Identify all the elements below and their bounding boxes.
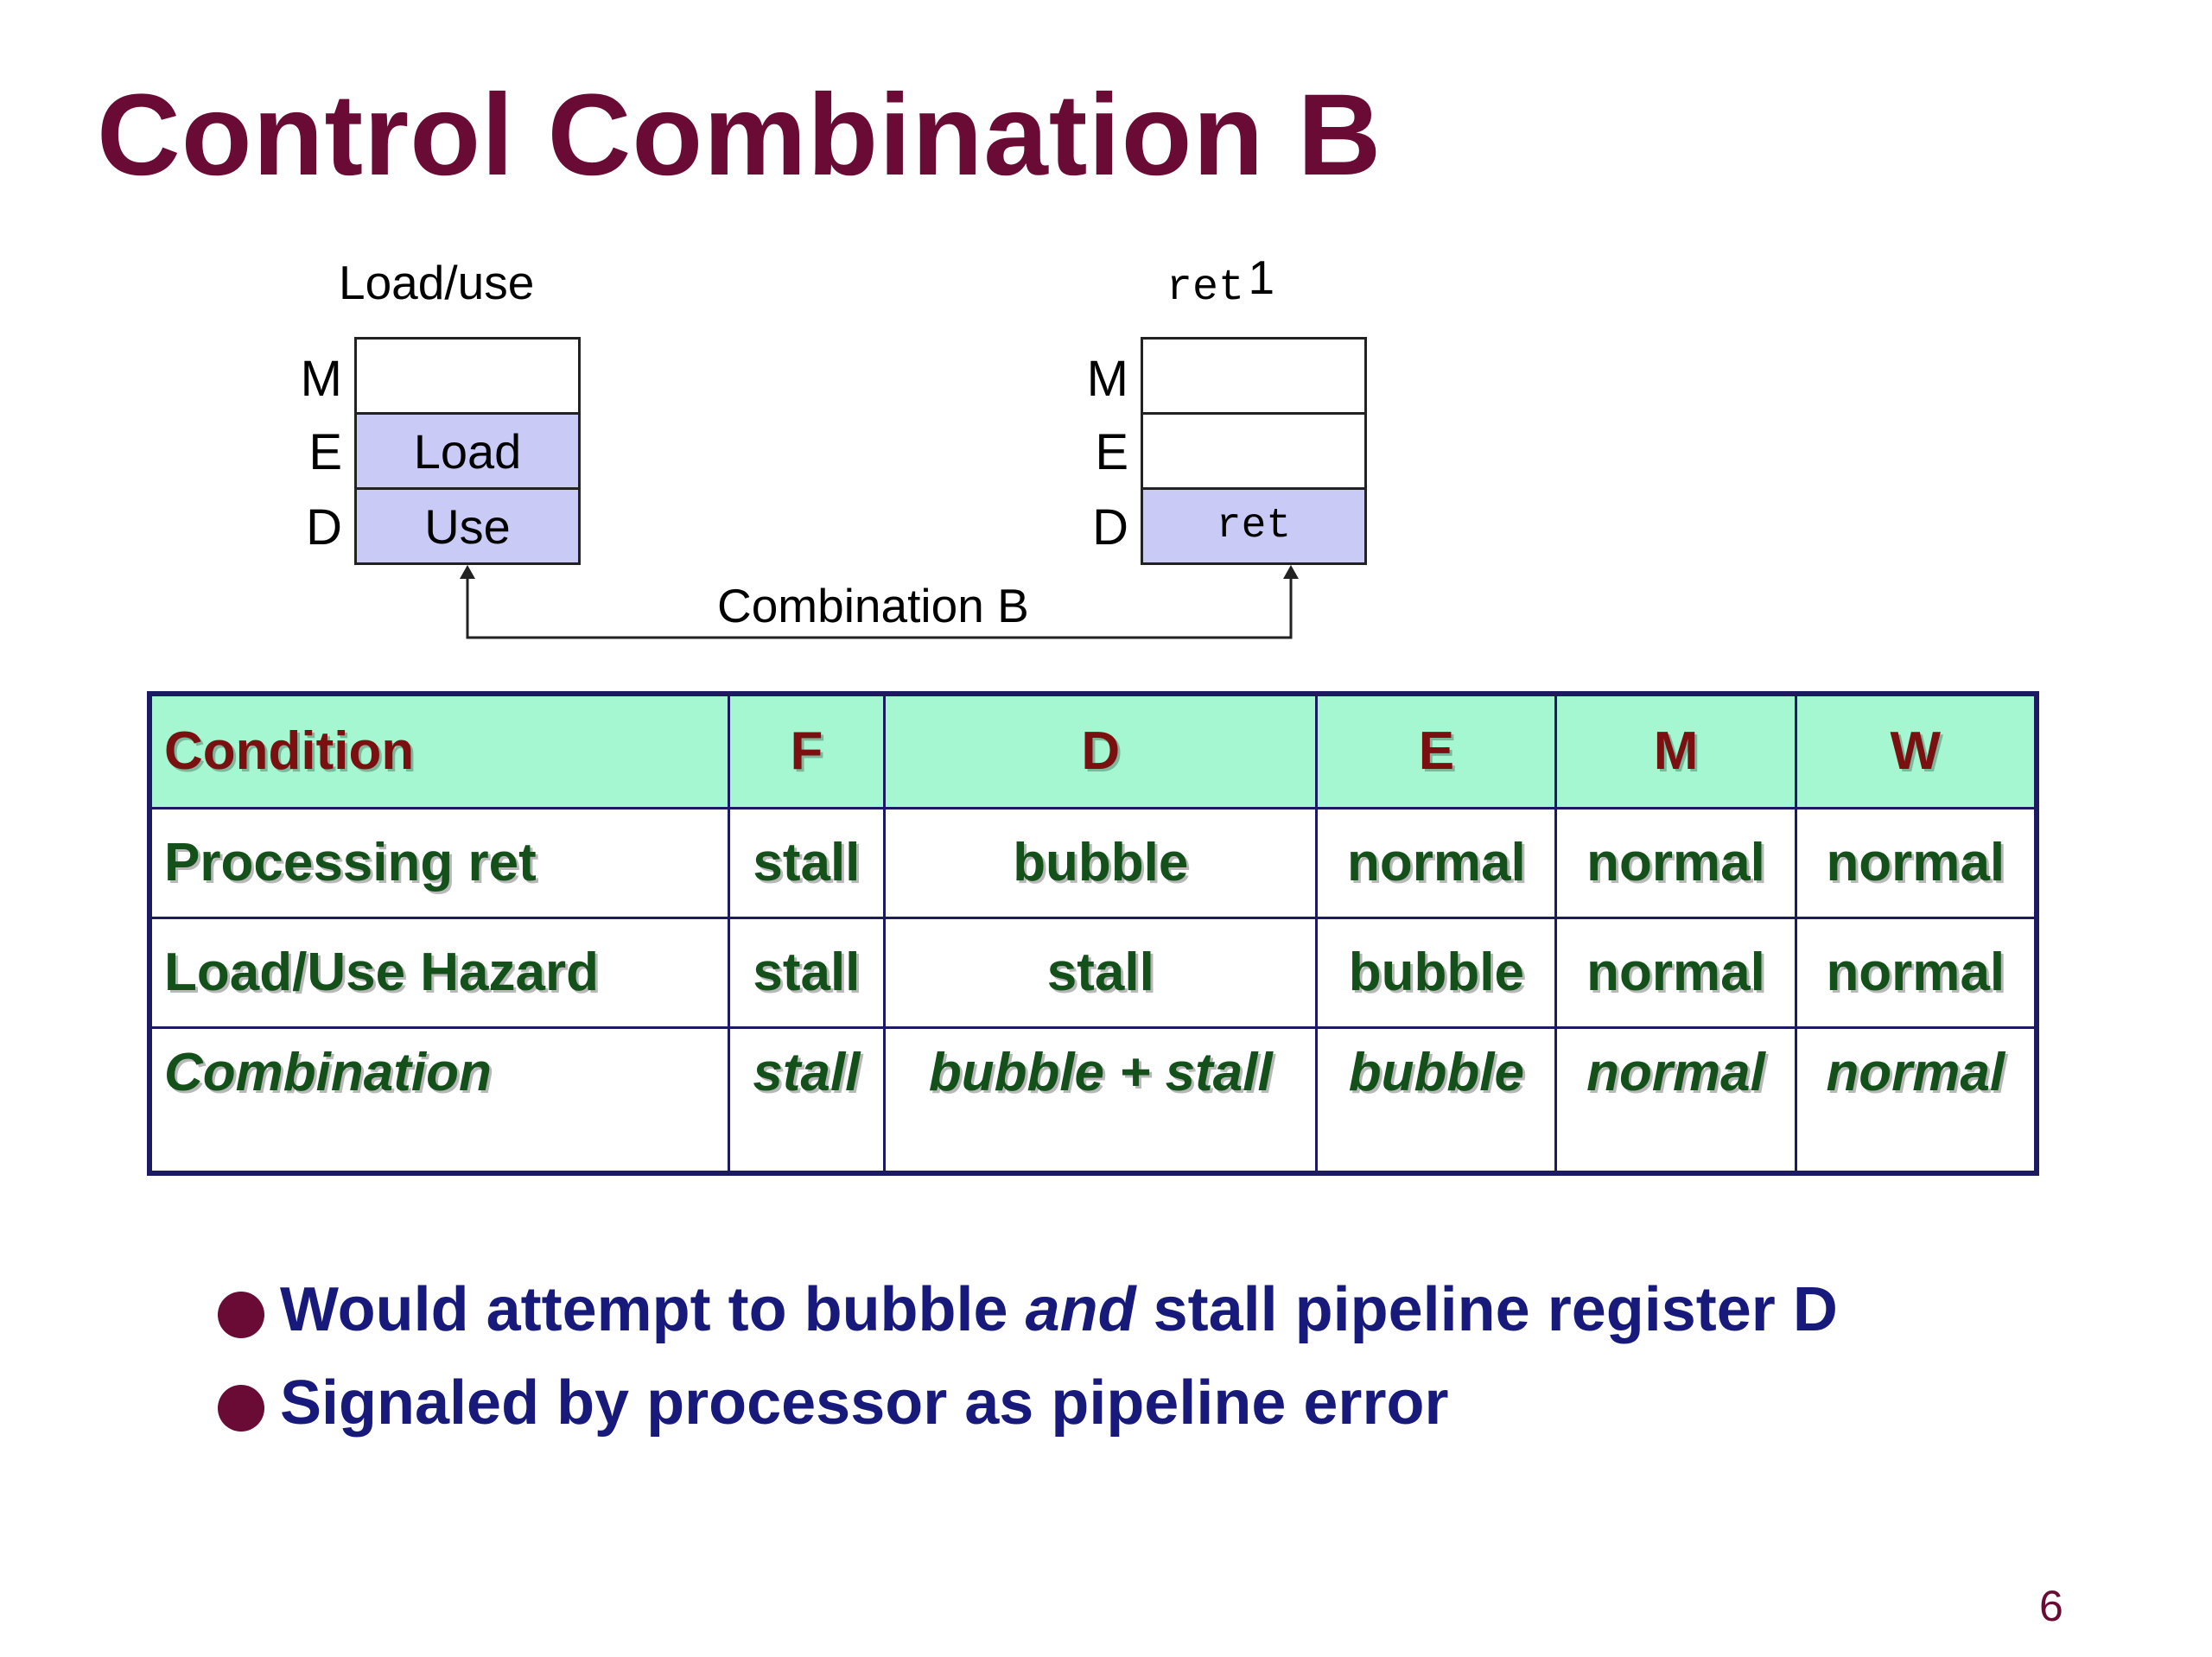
- ret-stack-title-code: ret: [1166, 263, 1245, 313]
- connector-line: [466, 577, 1293, 639]
- left-register-m: [354, 337, 581, 415]
- ret-stack-title: ret 1: [1166, 254, 1274, 313]
- bullet-dot-icon: [218, 1292, 264, 1338]
- header-e: E: [1315, 692, 1558, 809]
- cell-w: normal: [1794, 917, 2038, 1029]
- left-stage-m-label: M: [300, 351, 342, 407]
- right-stage-e-label: E: [1095, 424, 1128, 480]
- bullet-text-before: Would attempt to bubble: [280, 1275, 1026, 1344]
- left-register-e-label: Load: [413, 423, 522, 479]
- cell-m: normal: [1554, 1026, 1797, 1175]
- ret-stack-title-suffix: 1: [1248, 251, 1275, 304]
- header-d: D: [883, 692, 1319, 809]
- cell-f: stall: [727, 1026, 887, 1175]
- table-row: Processing ret stall bubble normal norma…: [148, 807, 2038, 919]
- table-row: Load/Use Hazard stall stall bubble norma…: [148, 917, 2038, 1029]
- bullet-text: Signaled by processor as pipeline error: [280, 1368, 1449, 1438]
- header-m: M: [1554, 692, 1797, 809]
- bullet-list: Would attempt to bubble and stall pipeli…: [218, 1263, 1838, 1450]
- bullet-text-after: stall pipeline register D: [1135, 1275, 1838, 1344]
- page-number: 6: [2039, 1582, 2063, 1630]
- cell-d: bubble: [883, 807, 1319, 919]
- table-row: Combination stall bubble + stall bubble …: [148, 1026, 2038, 1175]
- control-table: Condition F D E M W Processing ret stall…: [147, 691, 2039, 1176]
- load-use-stack-title: Load/use: [339, 256, 535, 309]
- header-condition: Condition: [148, 692, 730, 809]
- connector-arrowhead-left: [460, 565, 475, 579]
- left-register-d: Use: [354, 487, 581, 565]
- cell-w: normal: [1794, 1026, 2038, 1175]
- cell-w: normal: [1794, 807, 2038, 919]
- cell-f: stall: [727, 807, 887, 919]
- slide-title: Control Combination B: [97, 71, 1382, 200]
- cell-condition: Processing ret: [148, 807, 730, 919]
- table-header-row: Condition F D E M W: [148, 692, 2038, 809]
- right-register-d-label: ret: [1216, 503, 1292, 549]
- bullet-text-emphasis: and: [1025, 1275, 1136, 1344]
- combination-connector: [460, 565, 1299, 639]
- header-w: W: [1794, 692, 2038, 809]
- cell-d: stall: [883, 917, 1319, 1029]
- cell-m: normal: [1554, 917, 1797, 1029]
- header-f: F: [727, 692, 887, 809]
- bullet-dot-icon: [218, 1385, 264, 1432]
- left-register-d-label: Use: [424, 498, 511, 554]
- bullet-item: Would attempt to bubble and stall pipeli…: [218, 1263, 1838, 1356]
- left-stage-e-label: E: [308, 424, 342, 480]
- right-stage-d-label: D: [1092, 499, 1128, 556]
- cell-m: normal: [1554, 807, 1797, 919]
- cell-e: bubble: [1315, 1026, 1558, 1175]
- cell-e: normal: [1315, 807, 1558, 919]
- cell-condition: Load/Use Hazard: [148, 917, 730, 1029]
- cell-e: bubble: [1315, 917, 1558, 1029]
- right-register-m: [1141, 337, 1367, 415]
- bullet-item: Signaled by processor as pipeline error: [218, 1356, 1838, 1450]
- right-stage-m-label: M: [1086, 351, 1128, 407]
- cell-d: bubble + stall: [883, 1026, 1319, 1175]
- connector-label: Combination B: [717, 579, 1029, 632]
- cell-condition: Combination: [148, 1026, 730, 1175]
- right-register-d: ret: [1141, 487, 1367, 565]
- left-stage-d-label: D: [306, 499, 342, 556]
- cell-f: stall: [727, 917, 887, 1029]
- connector-arrowhead-right: [1283, 565, 1299, 579]
